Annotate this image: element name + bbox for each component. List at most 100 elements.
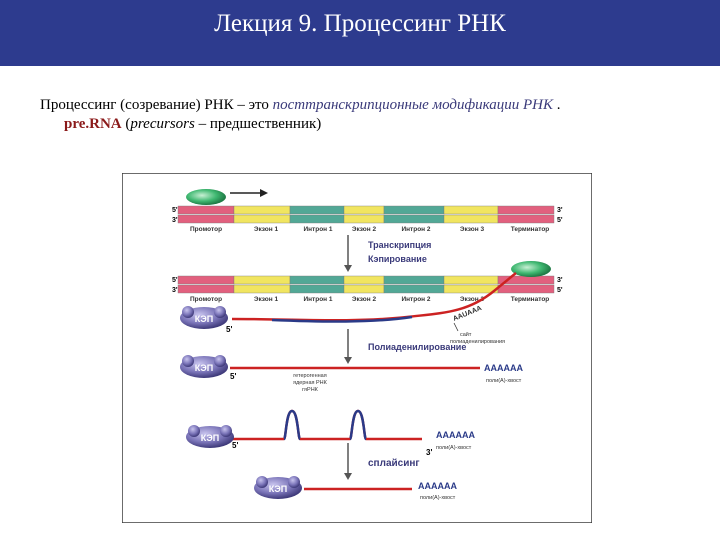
strand1-segment-label-4: Экзон 2 [352, 226, 377, 233]
strand1-segment-2-bottom [233, 214, 291, 224]
strand2-segment-label-3: Интрон 1 [303, 296, 332, 303]
strand2-left-bottom: 3' [172, 287, 178, 294]
figure-frame [122, 173, 592, 523]
rna-polymerase-end-icon [511, 261, 551, 277]
strand2-left-top: 5' [172, 277, 178, 284]
strand1-left-bottom: 3' [172, 217, 178, 224]
capping-label: Кэпирование [368, 254, 427, 264]
cap-label-3: КЭП [201, 433, 219, 443]
segment-labels-2: Промотор Экзон 1 Интрон 1 Экзон 2 Интрон 2 Эк… [190, 296, 549, 303]
strand2-segment-2-top [233, 275, 291, 285]
rna-processing-diagram: 5' 3' 3' 5' Промотор Экзон 1 Интрон 1 Экзон… [122, 173, 592, 523]
strand1-right-top: 3' [557, 207, 563, 214]
cap-label-2: КЭП [195, 363, 213, 373]
strand2-segment-label-2: Экзон 1 [254, 296, 279, 303]
strand1-segment-6-top [443, 205, 499, 215]
step1-arrowhead [344, 265, 352, 272]
paren-open: ( [121, 116, 131, 132]
strand2-segment-4-top [343, 275, 385, 285]
intro-line-2: pre.RNA (precursors – предшественник) [40, 115, 700, 134]
strand2-segment-4-bottom [343, 284, 385, 294]
five-prime-1: 5' [226, 325, 232, 334]
strand2-segment-3-bottom [289, 284, 345, 294]
direction-arrowhead [260, 189, 268, 197]
polya-site-label-1: сайт [460, 331, 472, 338]
strand1-segment-3-top [289, 205, 345, 215]
polya-site-label-2: полиаденилирования [450, 339, 505, 345]
strand1-segment-label-2: Экзон 1 [254, 226, 279, 233]
cap-2: КЭП [180, 355, 228, 378]
strand1-segment-4-bottom [343, 214, 385, 224]
prerna-term: pre.RNA [64, 116, 122, 132]
polya-tail-3: AAAAAA [418, 481, 457, 491]
polya-tail-label-2: поли(А)-хвост [436, 445, 472, 451]
strand2-segment-7-bottom [497, 284, 555, 294]
three-prime-3: 3' [426, 448, 432, 457]
strand1-segment-3-bottom [289, 214, 345, 224]
strand2-segment-label-7: Терминатор [511, 296, 550, 303]
slide-title: Лекция 9. Процессинг РНК [214, 10, 506, 37]
intron-loops [282, 409, 368, 441]
precursor-translation: – предшественник) [194, 116, 322, 132]
strand1-segment-label-3: Интрон 1 [303, 226, 332, 233]
strand1-right-bottom: 5' [557, 217, 563, 224]
strand1-segment-6-bottom [443, 214, 499, 224]
strand1-segment-label-7: Терминатор [511, 226, 550, 233]
precursors-term: precursors [130, 116, 195, 132]
strand1-segment-7-top [497, 205, 555, 215]
five-prime-3: 5' [232, 441, 238, 450]
step3-arrowhead [344, 473, 352, 480]
polya-tail-label-1: поли(А)-хвост [486, 378, 522, 384]
cap-4: КЭП [254, 476, 302, 499]
strand1-segment-1-bottom [177, 214, 235, 224]
intro-text: Процессинг (созревание) РНК – это посттр… [40, 96, 700, 134]
polya-tail-2: AAAAAA [436, 430, 475, 440]
strand2-segment-label-4: Экзон 2 [352, 296, 377, 303]
strand2-segment-label-1: Промотор [190, 296, 222, 303]
strand2-right-bottom: 5' [557, 287, 563, 294]
cap-label-4: КЭП [269, 484, 287, 494]
dna-strand-2 [177, 275, 555, 294]
strand1-segment-label-6: Экзон 3 [460, 226, 485, 233]
strand1-segment-2-top [233, 205, 291, 215]
intro-definition: Процессинг (созревание) РНК – это [40, 97, 273, 113]
polya-tail-label-3: поли(А)-хвост [420, 495, 456, 501]
cap-1: КЭП [180, 306, 228, 329]
intro-emphasis: посттранскрипционные модификации РНК [272, 97, 553, 113]
strand2-segment-1-top [177, 275, 235, 285]
strand1-segment-5-top [383, 205, 445, 215]
transcription-label: Транскрипция [368, 240, 431, 250]
strand2-segment-5-top [383, 275, 445, 285]
strand2-segment-label-5: Интрон 2 [401, 296, 430, 303]
cap-label-1: КЭП [195, 314, 213, 324]
strand1-segment-1-top [177, 205, 235, 215]
strand2-segment-2-bottom [233, 284, 291, 294]
dna-strand-1 [177, 205, 555, 224]
five-prime-2: 5' [230, 372, 236, 381]
hnrna-label-2: ядерная РНК [293, 380, 328, 386]
intro-line-1: Процессинг (созревание) РНК – это посттр… [40, 96, 700, 115]
strand2-segment-6-top [443, 275, 499, 285]
strand2-right-top: 3' [557, 277, 563, 284]
title-bar: Лекция 9. Процессинг РНК [0, 0, 720, 66]
splicing-label: сплайсинг [368, 458, 420, 469]
strand1-left-top: 5' [172, 207, 178, 214]
polya-tail-1: AAAAAA [484, 363, 523, 373]
strand2-segment-label-6: Экзон 3 [460, 296, 485, 303]
strand2-segment-1-bottom [177, 284, 235, 294]
rna-polymerase-icon [186, 189, 226, 205]
intro-period: . [552, 97, 561, 113]
hnrna-label-3: гяРНК [302, 387, 319, 393]
polya-signal-pointer [453, 322, 459, 332]
strand1-segment-7-bottom [497, 214, 555, 224]
strand2-segment-3-top [289, 275, 345, 285]
strand1-segment-label-5: Интрон 2 [401, 226, 430, 233]
strand1-segment-4-top [343, 205, 385, 215]
strand2-segment-5-bottom [383, 284, 445, 294]
step2-arrowhead [344, 357, 352, 364]
polyadenylation-label: Полиаденилирование [368, 342, 466, 352]
nascent-rna-blue-segment [271, 315, 413, 323]
cap-3: КЭП [186, 425, 234, 448]
hnrna-label-1: гетерогенная [293, 373, 326, 379]
